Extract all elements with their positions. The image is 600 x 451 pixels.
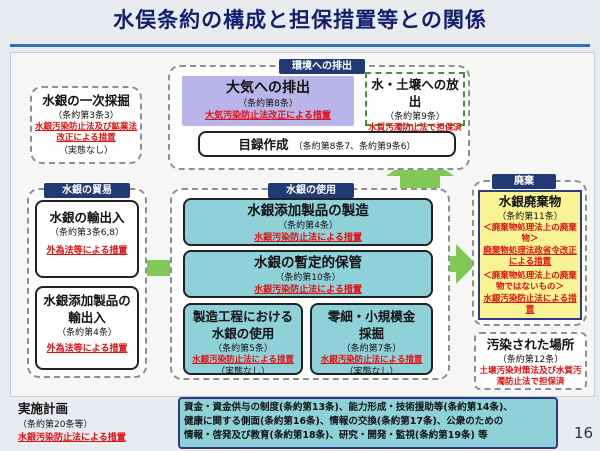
storage-article: （条約第10条） — [275, 273, 341, 284]
mercury-waste-box: 水銀廃棄物 （条約第11条） ＜廃棄物処理法上の廃棄物＞ 廃棄物処理法政省令改正… — [478, 190, 582, 320]
use-label: 水銀の使用 — [268, 183, 354, 198]
mercury-waste-measure1: ＜廃棄物処理法上の廃棄物＞ — [483, 223, 577, 245]
other-provisions-line1: 資金・資金供与の制度(条約第13条)、能力形成・技術援助等(条約第14条)、 — [184, 402, 513, 413]
process-use-article: （条約第5条） — [213, 343, 273, 354]
mining-note: （実態なし） — [58, 145, 113, 156]
water-release-article: （条約第9条） — [385, 111, 445, 122]
storage-box: 水銀の暫定的保管 （条約第10条） 水銀汚染防止法による措置 — [183, 250, 433, 298]
contaminated-sites-box: 汚染された場所 （条約第12条） 土壌汚染対策法及び水質汚濁防止法で担保済 — [474, 332, 587, 390]
product-trade-box: 水銀添加製品の輸出入 （条約第4条） 外為法等による措置 — [35, 286, 139, 370]
mining-box: 水銀の一次採掘 （条約第3条3） 水銀汚染防止法及び鉱業法改正による措置 （実態… — [30, 86, 142, 164]
mercury-waste-measure2b: 水銀汚染防止法による措置 — [483, 293, 577, 316]
product-manufacture-measure: 水銀汚染防止法による措置 — [254, 233, 362, 244]
process-use-box: 製造工程における水銀の使用 （条約第5条） 水銀汚染防止法による措置 （実態なし… — [183, 303, 303, 378]
other-provisions-box: 資金・資金供与の制度(条約第13条)、能力形成・技術援助等(条約第14条)、 健… — [178, 397, 558, 449]
asgm-box: 零細・小規模金採掘 （条約第7条） 水銀汚染防止法による措置 （実態なし） — [310, 303, 433, 378]
contaminated-sites-title: 汚染された場所 — [486, 337, 575, 352]
air-emission-box: 大気への排出 （条約第8条） 大気汚染防止法改正による措置 — [182, 76, 354, 126]
export-import-title: 水銀の輸出入 — [49, 210, 125, 225]
storage-title: 水銀の暫定的保管 — [254, 255, 362, 271]
page-number: 16 — [574, 424, 594, 442]
water-release-box: 水・土壌への放出 （条約第9条） 水質汚濁防止法で担保済 — [365, 72, 465, 133]
mercury-waste-article: （条約第11条） — [497, 211, 563, 222]
export-import-box: 水銀の輸出入 （条約第3条6,8） 外為法等による措置 — [35, 200, 139, 278]
air-emission-title: 大気への排出 — [226, 80, 310, 96]
water-release-title: 水・土壌への放出 — [371, 77, 459, 109]
mining-measure: 水銀汚染防止法及び鉱業法改正による措置 — [34, 122, 137, 144]
asgm-title: 零細・小規模金採掘 — [327, 309, 416, 341]
mining-title: 水銀の一次採掘 — [42, 93, 130, 108]
contaminated-sites-measure: 土壌汚染対策法及び水質汚濁防止法で担保済 — [479, 366, 582, 388]
inventory-box: 目録作成 （条約第8条7、条約第9条6） — [198, 131, 456, 157]
asgm-measure: 水銀汚染防止法による措置 — [320, 354, 423, 365]
water-release-measure: 水質汚濁防止法で担保済 — [368, 122, 462, 133]
product-manufacture-title: 水銀添加製品の製造 — [247, 203, 369, 219]
product-trade-article: （条約第4条） — [57, 327, 117, 338]
air-emission-measure: 大気汚染防止法改正による措置 — [205, 111, 331, 122]
product-trade-title: 水銀添加製品の輸出入 — [43, 293, 131, 325]
inventory-article: （条約第8条7、条約第9条6） — [293, 142, 416, 152]
waste-label: 廃棄 — [492, 174, 556, 189]
asgm-note: （実態なし） — [344, 367, 399, 378]
product-manufacture-article: （条約第4条） — [278, 221, 338, 232]
up-arrow — [386, 152, 454, 190]
trade-label: 水銀の貿易 — [44, 183, 130, 198]
air-emission-article: （条約第8条） — [238, 98, 298, 109]
mercury-waste-measure1b: 廃棄物処理法政省令改正による措置 — [483, 245, 577, 268]
export-import-article: （条約第3条6,8） — [49, 227, 125, 238]
export-import-measure: 外為法等による措置 — [46, 246, 128, 257]
implementation-plan: 実施計画 （条約第20条等） 水銀汚染防止法による措置 — [18, 398, 168, 443]
other-provisions-line2: 健康に関する側面(条約第16条)、情報の交換(条約第17条)、公衆のための — [184, 415, 504, 427]
implementation-plan-article: （条約第20条等） — [18, 420, 93, 430]
other-provisions-line3: 情報・啓発及び教育(条約第18条)、研究・開発・監視(条約第19条) — [184, 429, 475, 441]
contaminated-sites-article: （条約第12条） — [497, 354, 564, 365]
process-use-title: 製造工程における水銀の使用 — [192, 309, 293, 341]
inventory-title: 目録作成 — [238, 137, 289, 152]
process-use-note: （実態なし） — [215, 367, 270, 378]
asgm-article: （条約第7条） — [341, 343, 402, 354]
environment-release-label: 環境への排出 — [279, 59, 365, 74]
title-underline — [10, 44, 590, 47]
implementation-plan-measure: 水銀汚染防止法による措置 — [18, 433, 126, 443]
mercury-waste-title: 水銀廃棄物 — [498, 194, 562, 209]
implementation-plan-title: 実施計画 — [18, 401, 69, 416]
storage-measure: 水銀汚染防止法による措置 — [254, 285, 362, 296]
product-trade-measure: 外為法等による措置 — [46, 343, 128, 354]
other-provisions-suffix: 等 — [478, 429, 488, 441]
process-use-measure: 水銀汚染防止法による措置 — [192, 354, 294, 365]
right-arrow — [442, 244, 476, 284]
page-title: 水俣条約の構成と担保措置等との関係 — [113, 8, 487, 32]
mining-article: （条約第3条3） — [53, 110, 119, 121]
product-manufacture-box: 水銀添加製品の製造 （条約第4条） 水銀汚染防止法による措置 — [183, 198, 433, 246]
mercury-waste-measure2: ＜廃棄物処理法上の廃棄物ではないもの＞ — [483, 270, 577, 293]
